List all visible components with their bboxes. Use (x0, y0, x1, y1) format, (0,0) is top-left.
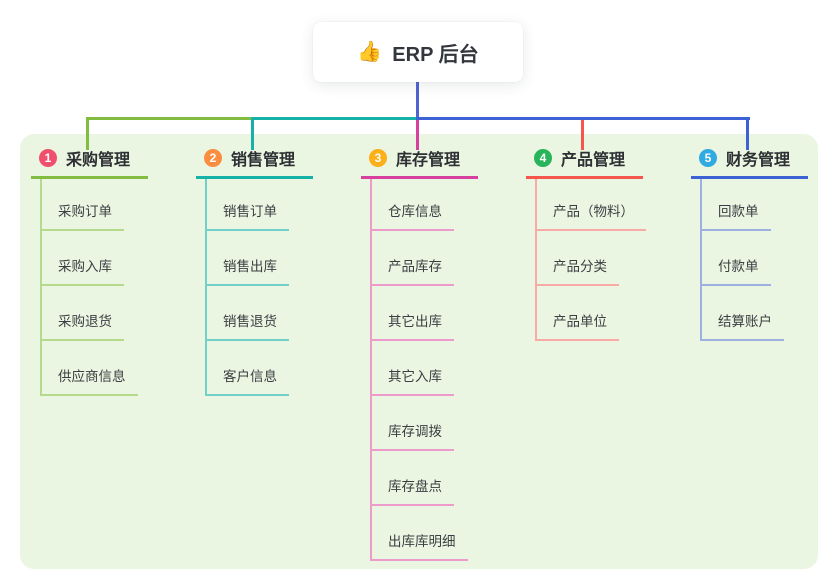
thumbs-up-icon: 👍 (357, 41, 383, 63)
child-item-label: 产品（物料） (553, 204, 634, 219)
bus-segment-branch-5 (416, 117, 750, 120)
branch-title-2[interactable]: 2 销售管理 (196, 146, 313, 179)
drop-line-branch-4 (581, 120, 584, 150)
branch-title-label: 产品管理 (561, 152, 626, 169)
drop-line-branch-1 (86, 117, 89, 150)
child-item-label: 库存调拨 (388, 424, 442, 439)
child-item-label: 采购退货 (58, 314, 112, 329)
branch-title-label: 库存管理 (396, 152, 461, 169)
root-node[interactable]: 👍 ERP 后台 (313, 22, 523, 82)
branch-3: 3 库存管理仓库信息产品库存其它出库其它入库库存调拨库存盘点出库库明细 (361, 146, 501, 561)
branch-trunk-line (370, 179, 372, 561)
background-panel (20, 134, 818, 569)
child-item[interactable]: 采购退货 (40, 312, 124, 341)
child-item[interactable]: 其它出库 (370, 312, 454, 341)
child-item-label: 其它出库 (388, 314, 442, 329)
branch-5: 5 财务管理回款单付款单结算账户 (691, 146, 831, 341)
branch-title-3[interactable]: 3 库存管理 (361, 146, 478, 179)
child-item-label: 产品单位 (553, 314, 607, 329)
child-item-label: 产品库存 (388, 259, 442, 274)
drop-line-branch-2 (251, 117, 254, 150)
child-item[interactable]: 产品分类 (535, 257, 619, 286)
child-item-label: 产品分类 (553, 259, 607, 274)
bus-segment-branch-1 (87, 117, 252, 120)
child-item[interactable]: 仓库信息 (370, 202, 454, 231)
child-item-label: 回款单 (718, 204, 759, 219)
child-item[interactable]: 出库库明细 (370, 532, 468, 561)
child-item-label: 采购订单 (58, 204, 112, 219)
child-item[interactable]: 其它入库 (370, 367, 454, 396)
child-item[interactable]: 销售出库 (205, 257, 289, 286)
branch-title-5[interactable]: 5 财务管理 (691, 146, 808, 179)
branch-title-4[interactable]: 4 产品管理 (526, 146, 643, 179)
branch-title-label: 采购管理 (66, 152, 131, 169)
child-item-label: 出库库明细 (388, 534, 456, 549)
child-item-label: 其它入库 (388, 369, 442, 384)
child-item[interactable]: 结算账户 (700, 312, 784, 341)
drop-line-branch-3 (416, 120, 419, 150)
child-item[interactable]: 付款单 (700, 257, 771, 286)
child-item[interactable]: 销售退货 (205, 312, 289, 341)
child-item[interactable]: 采购入库 (40, 257, 124, 286)
child-item-label: 销售退货 (223, 314, 277, 329)
branch-number-badge: 5 (699, 149, 717, 167)
branch-number-badge: 3 (369, 149, 387, 167)
child-item[interactable]: 客户信息 (205, 367, 289, 396)
branch-4: 4 产品管理产品（物料） 产品分类产品单位 (526, 146, 666, 341)
child-item[interactable]: 销售订单 (205, 202, 289, 231)
child-item[interactable]: 库存调拨 (370, 422, 454, 451)
child-item-label: 采购入库 (58, 259, 112, 274)
child-item[interactable]: 产品库存 (370, 257, 454, 286)
branch-title-label: 销售管理 (231, 152, 296, 169)
child-item[interactable]: 产品单位 (535, 312, 619, 341)
child-item-label: 客户信息 (223, 369, 277, 384)
branch-trunk-line (700, 179, 702, 341)
branch-trunk-line (205, 179, 207, 396)
child-item-label: 销售出库 (223, 259, 277, 274)
branch-number-badge: 2 (204, 149, 222, 167)
root-trunk-line (416, 82, 419, 117)
bus-segment-branch-2 (252, 117, 417, 120)
root-title: ERP 后台 (392, 43, 479, 66)
child-item-label: 付款单 (718, 259, 759, 274)
child-item[interactable]: 库存盘点 (370, 477, 454, 506)
child-item-label: 仓库信息 (388, 204, 442, 219)
branch-2: 2 销售管理销售订单销售出库销售退货客户信息 (196, 146, 336, 396)
child-item-label: 库存盘点 (388, 479, 442, 494)
child-item[interactable]: 供应商信息 (40, 367, 138, 396)
child-item[interactable]: 回款单 (700, 202, 771, 231)
drop-line-branch-5 (746, 117, 749, 150)
branch-title-label: 财务管理 (726, 152, 791, 169)
child-item-label: 结算账户 (718, 314, 772, 329)
child-item[interactable]: 产品（物料） (535, 202, 646, 231)
child-item-label: 供应商信息 (58, 369, 126, 384)
child-item-label: 销售订单 (223, 204, 277, 219)
branch-number-badge: 4 (534, 149, 552, 167)
branch-trunk-line (535, 179, 537, 341)
branch-number-badge: 1 (39, 149, 57, 167)
branch-1: 1 采购管理采购订单采购入库采购退货供应商信息 (31, 146, 171, 396)
branch-title-1[interactable]: 1 采购管理 (31, 146, 148, 179)
child-item[interactable]: 采购订单 (40, 202, 124, 231)
branch-trunk-line (40, 179, 42, 396)
